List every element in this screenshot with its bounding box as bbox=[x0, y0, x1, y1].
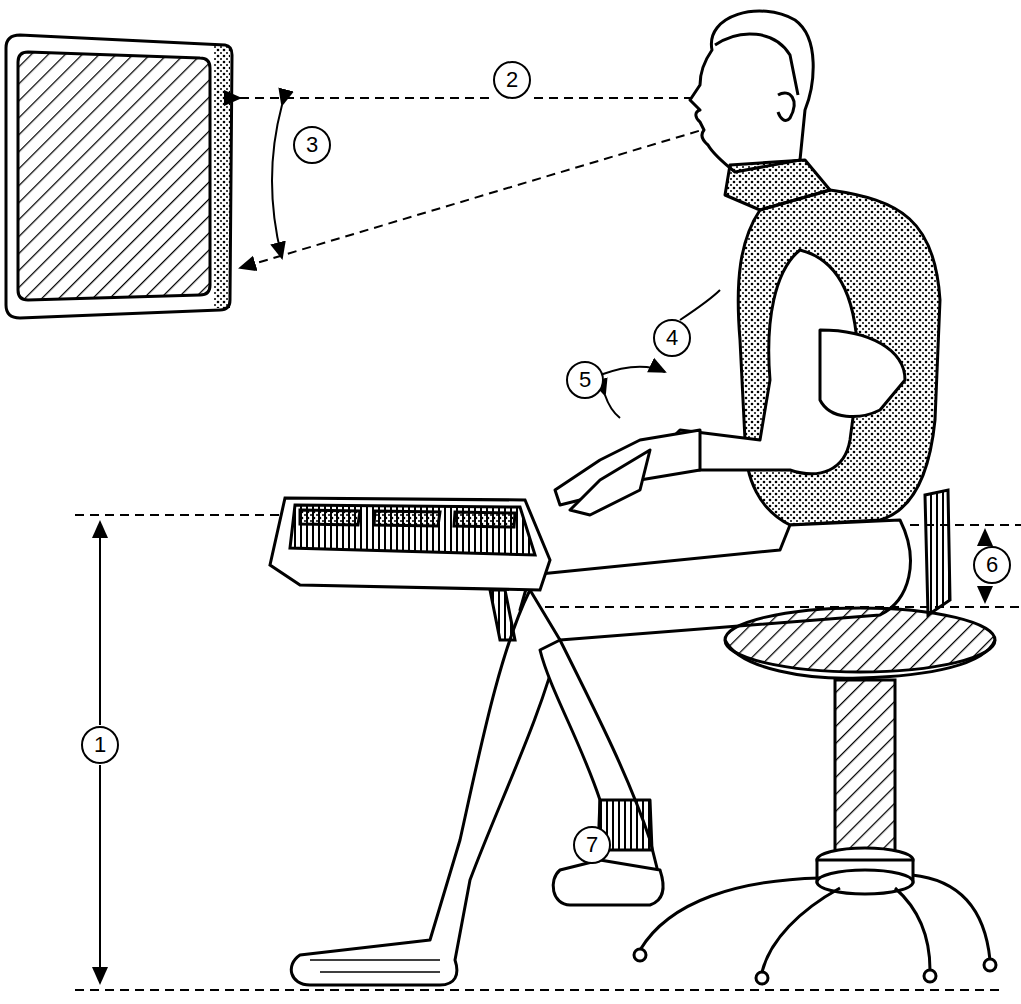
callout-circle: 5 bbox=[566, 361, 604, 399]
callout-circle: 7 bbox=[573, 826, 611, 864]
keyboard bbox=[270, 498, 550, 640]
dimension-lines bbox=[75, 290, 1021, 990]
callout-number: 1 bbox=[94, 734, 106, 756]
callout-circle: 3 bbox=[293, 126, 331, 164]
callout-circle: 2 bbox=[493, 61, 531, 99]
callout-number: 2 bbox=[506, 69, 518, 91]
callout-number: 6 bbox=[986, 554, 998, 576]
monitor bbox=[6, 35, 232, 318]
sight-lines bbox=[240, 98, 742, 268]
callout-number: 7 bbox=[586, 834, 598, 856]
viewing-angle-arc bbox=[272, 105, 282, 258]
callout-circle: 4 bbox=[653, 319, 691, 357]
callout-number: 3 bbox=[306, 134, 318, 156]
callout-circle: 1 bbox=[81, 726, 119, 764]
office-chair bbox=[634, 490, 996, 984]
callout-circle: 6 bbox=[973, 546, 1011, 584]
callout-number: 4 bbox=[666, 327, 678, 349]
callout-number: 5 bbox=[579, 369, 591, 391]
